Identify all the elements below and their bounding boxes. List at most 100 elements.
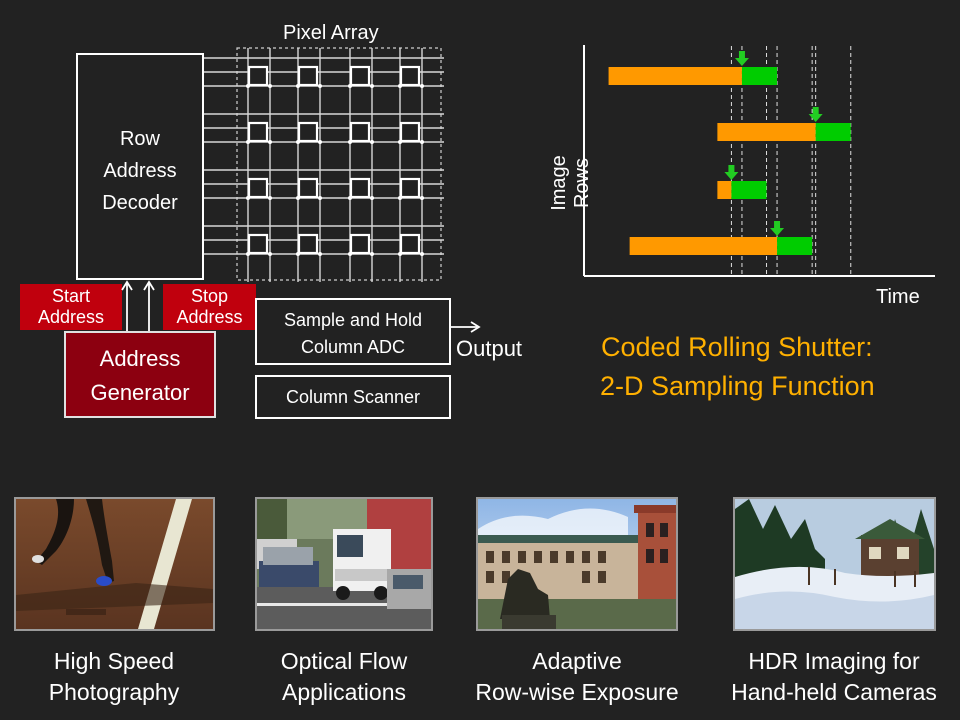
pixel-node bbox=[246, 252, 250, 256]
address-generator-line: Address bbox=[99, 346, 181, 371]
caption-line: Hand-held Cameras bbox=[731, 679, 937, 705]
output-arrow bbox=[450, 321, 481, 333]
pixel-node bbox=[370, 140, 374, 144]
exposure-bar bbox=[717, 123, 816, 141]
pixel-array-label: Pixel Array bbox=[283, 22, 379, 44]
pixel-node bbox=[348, 196, 352, 200]
stop-address-line: Address bbox=[176, 307, 243, 327]
pixel-node bbox=[398, 252, 402, 256]
pixel-node bbox=[268, 140, 272, 144]
pixel-cell bbox=[399, 233, 421, 255]
caption-line: Adaptive bbox=[532, 648, 622, 674]
readout-marker-arrow bbox=[724, 165, 739, 180]
readout-marker-arrow bbox=[808, 107, 823, 122]
pixel-node bbox=[296, 196, 300, 200]
pixel-cell bbox=[297, 233, 319, 255]
pixel-node bbox=[420, 196, 424, 200]
readout-bar bbox=[777, 237, 813, 255]
row-decoder-line: Address bbox=[103, 160, 177, 182]
pixel-node bbox=[246, 140, 250, 144]
caption-line: Photography bbox=[48, 679, 180, 705]
pixel-cell bbox=[349, 233, 371, 255]
sample-hold-line: Column ADC bbox=[300, 337, 406, 357]
caption-optical-flow: Optical Flow Applications bbox=[254, 646, 434, 708]
pixel-node bbox=[370, 252, 374, 256]
pixel-node bbox=[348, 252, 352, 256]
start-address-label: Start Address bbox=[20, 284, 122, 330]
chart-title-line-1: Coded Rolling Shutter: bbox=[601, 332, 873, 362]
pixel-cell bbox=[399, 177, 421, 199]
pixel-node bbox=[348, 84, 352, 88]
pixel-node bbox=[420, 252, 424, 256]
caption-high-speed: High Speed Photography bbox=[24, 646, 204, 708]
chart-title-line-2: 2-D Sampling Function bbox=[600, 371, 875, 401]
caption-line: Row-wise Exposure bbox=[475, 679, 679, 705]
column-scanner: Column Scanner bbox=[255, 375, 451, 419]
pixel-cell bbox=[247, 65, 269, 87]
row-decoder-line: Row bbox=[119, 128, 160, 150]
pixel-cell bbox=[349, 65, 371, 87]
caption-line: HDR Imaging for bbox=[748, 648, 920, 674]
address-generator-line: Generator bbox=[90, 380, 190, 405]
pixel-cell bbox=[247, 233, 269, 255]
pixel-cell bbox=[247, 121, 269, 143]
pixel-node bbox=[296, 140, 300, 144]
x-axis-label: Time bbox=[876, 286, 920, 308]
building-statue-photo bbox=[476, 497, 678, 631]
caption-line: High Speed bbox=[53, 648, 175, 674]
address-arrows bbox=[121, 280, 155, 333]
exposure-bar bbox=[608, 67, 742, 85]
pixel-array-grid bbox=[204, 47, 444, 282]
row-decoder-line: Decoder bbox=[102, 192, 178, 214]
pixel-node bbox=[296, 84, 300, 88]
sample-hold-adc: Sample and Hold Column ADC bbox=[255, 298, 451, 365]
caption-line: Optical Flow bbox=[280, 648, 408, 674]
pixel-cell bbox=[297, 121, 319, 143]
pixel-node bbox=[246, 84, 250, 88]
pixel-cell bbox=[297, 177, 319, 199]
caption-adaptive-exposure: Adaptive Row-wise Exposure bbox=[456, 646, 698, 708]
pixel-node bbox=[268, 84, 272, 88]
pixel-cell bbox=[349, 177, 371, 199]
timing-chart bbox=[583, 45, 935, 277]
pixel-node bbox=[268, 196, 272, 200]
stop-address-label: Stop Address bbox=[163, 284, 256, 330]
stop-address-line: Stop bbox=[190, 286, 229, 306]
row-address-decoder: Row Address Decoder bbox=[76, 53, 204, 280]
pixel-cell bbox=[349, 121, 371, 143]
pixel-node bbox=[318, 196, 322, 200]
pixel-node bbox=[420, 84, 424, 88]
pixel-node bbox=[246, 196, 250, 200]
street-traffic-photo bbox=[255, 497, 433, 631]
start-address-line: Address bbox=[37, 307, 105, 327]
caption-hdr-imaging: HDR Imaging for Hand-held Cameras bbox=[712, 646, 956, 708]
output-label: Output bbox=[456, 336, 523, 361]
pixel-cell bbox=[399, 121, 421, 143]
snow-cabin-photo bbox=[733, 497, 936, 631]
readout-bar bbox=[741, 67, 778, 85]
pixel-node bbox=[398, 196, 402, 200]
pixel-node bbox=[318, 84, 322, 88]
pixel-node bbox=[398, 140, 402, 144]
pixel-node bbox=[370, 196, 374, 200]
pixel-node bbox=[318, 252, 322, 256]
readout-marker-arrow bbox=[770, 221, 785, 236]
pixel-node bbox=[318, 140, 322, 144]
sample-hold-line: Sample and Hold bbox=[283, 310, 423, 330]
readout-bar bbox=[731, 181, 767, 199]
pixel-node bbox=[398, 84, 402, 88]
pixel-node bbox=[370, 84, 374, 88]
pixel-cell bbox=[297, 65, 319, 87]
exposure-bar bbox=[717, 181, 732, 199]
start-address-line: Start bbox=[51, 286, 90, 306]
pixel-node bbox=[296, 252, 300, 256]
y-axis-label: Image Rows bbox=[548, 155, 593, 211]
sprinter-track-photo bbox=[14, 497, 215, 631]
readout-bar bbox=[815, 123, 851, 141]
pixel-node bbox=[420, 140, 424, 144]
pixel-cell bbox=[399, 65, 421, 87]
pixel-cell bbox=[247, 177, 269, 199]
caption-line: Applications bbox=[281, 679, 407, 705]
exposure-bar bbox=[629, 237, 778, 255]
pixel-node bbox=[268, 252, 272, 256]
